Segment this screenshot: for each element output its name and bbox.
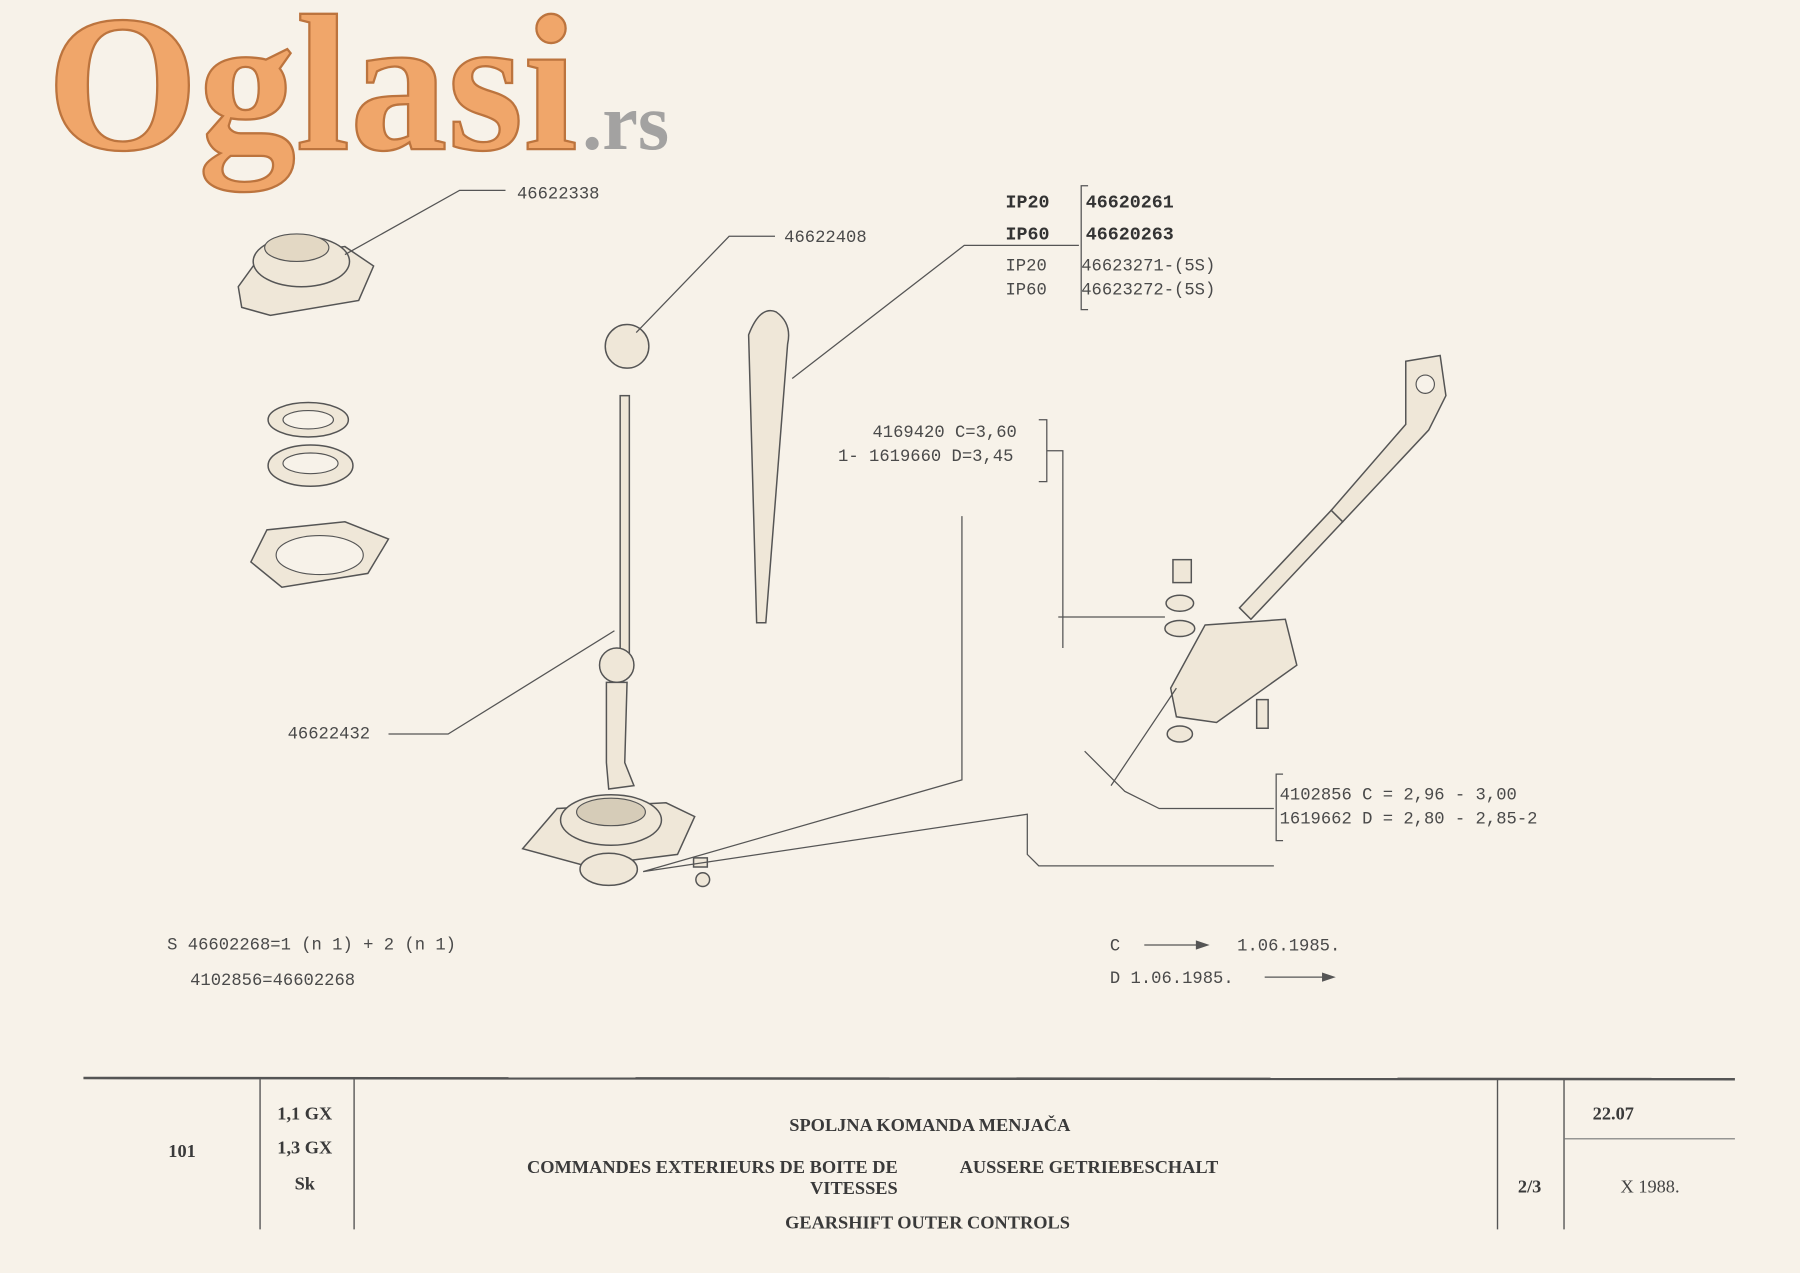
note-d-date: D 1.06.1985. xyxy=(1110,970,1234,989)
watermark-logo: Oglasi .rs xyxy=(46,0,669,193)
note-set: S 46602268=1 (n 1) + 2 (n 1) xyxy=(167,937,456,956)
note-c-date: 1.06.1985. xyxy=(1237,938,1340,957)
callout-bolt-2: 1- 1619660 D=3,45 xyxy=(838,448,1013,467)
callout-knob-ball: 46622408 xyxy=(784,229,867,248)
note-equivalence: 4102856=46602268 xyxy=(190,972,355,991)
callout-lever: 46622432 xyxy=(288,726,371,745)
model-3: Sk xyxy=(295,1173,316,1193)
title-french-2: VITESSES xyxy=(810,1178,898,1198)
group-number: 22.07 xyxy=(1593,1103,1634,1123)
gear-lever xyxy=(598,394,635,790)
note-c-label: C xyxy=(1110,938,1120,957)
callout-rod-1: 4102856 C = 2,96 - 3,00 xyxy=(1280,786,1517,805)
title-serbian: SPOLJNA KOMANDA MENJAČA xyxy=(789,1114,1071,1135)
model-1: 1,1 GX xyxy=(277,1103,333,1123)
lever-base xyxy=(521,794,711,888)
svg-text:IP20: IP20 xyxy=(1006,258,1047,277)
svg-text:IP60: IP60 xyxy=(1006,282,1047,301)
boot-variants: IP20 46620261 IP60 46620263 IP20 4662327… xyxy=(1006,193,1216,301)
cap-part xyxy=(237,233,375,317)
seal-rings xyxy=(249,401,390,588)
svg-text:IP60: IP60 xyxy=(1006,225,1050,246)
title-block: 101 1,1 GX 1,3 GX Sk SPOLJNA KOMANDA MEN… xyxy=(83,1076,1735,1232)
knob-ball xyxy=(604,323,650,369)
svg-text:46623272-(5S): 46623272-(5S) xyxy=(1081,282,1215,301)
svg-text:IP20: IP20 xyxy=(1006,193,1050,214)
callout-bolt-1: 4169420 C=3,60 xyxy=(872,424,1016,443)
callout-cap: 46622338 xyxy=(517,185,600,204)
svg-text:46620263: 46620263 xyxy=(1086,225,1174,246)
svg-text:.rs: .rs xyxy=(582,78,669,167)
callout-rod-2: 1619662 D = 2,80 - 2,85-2 xyxy=(1280,810,1538,829)
svg-text:46620261: 46620261 xyxy=(1086,193,1174,214)
gear-knob-boot xyxy=(747,310,790,624)
svg-text:Oglasi: Oglasi xyxy=(47,0,578,192)
model-2: 1,3 GX xyxy=(277,1138,333,1158)
title-german: AUSSERE GETRIEBESCHALT xyxy=(960,1157,1219,1177)
title-english: GEARSHIFT OUTER CONTROLS xyxy=(785,1212,1070,1232)
title-french-1: COMMANDES EXTERIEURS DE BOITE DE xyxy=(527,1157,898,1177)
sheet-number: 2/3 xyxy=(1518,1177,1541,1197)
issue-date: X 1988. xyxy=(1621,1177,1680,1197)
shift-rod xyxy=(1164,354,1447,743)
svg-text:46623271-(5S): 46623271-(5S) xyxy=(1081,258,1215,277)
page-number: 101 xyxy=(168,1141,196,1161)
